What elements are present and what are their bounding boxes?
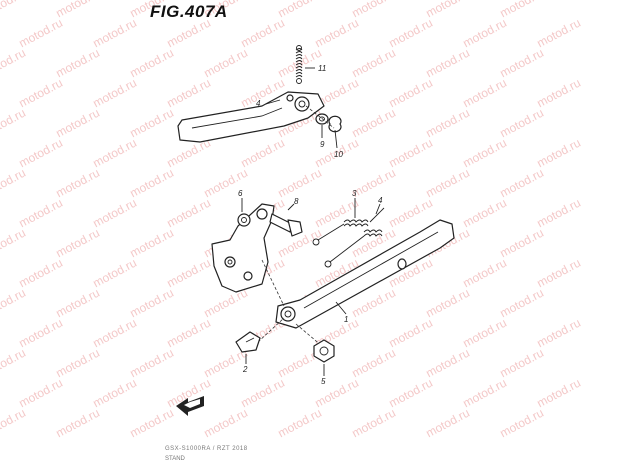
- callout-5: 5: [321, 377, 326, 386]
- callout-2: 2: [242, 365, 248, 374]
- stand-springs: [312, 207, 385, 268]
- stand-bracket: [211, 203, 275, 293]
- callout-10: 10: [334, 150, 343, 159]
- callout-4-upper: 4: [256, 99, 261, 108]
- figure-title: FIG.407A: [150, 2, 228, 21]
- callout-6: 6: [238, 189, 243, 198]
- stand-arm-upper: [177, 91, 325, 143]
- side-stand-leg: [275, 219, 455, 329]
- stand-nut: [313, 339, 335, 363]
- callout-9: 9: [320, 140, 325, 149]
- callout-3: 3: [352, 189, 357, 198]
- callout-11: 11: [318, 64, 326, 73]
- front-arrow-icon: [176, 396, 204, 416]
- spring-top: [295, 45, 303, 84]
- pivot-bolt: [269, 213, 303, 237]
- footer-group-name: STAND: [165, 456, 185, 462]
- stand-bolt: [235, 331, 261, 353]
- footer-model-code: GSX-S1000RA / RZT 2018: [165, 446, 248, 452]
- callout-8: 8: [294, 197, 299, 206]
- callout-1: 1: [344, 315, 348, 324]
- callout-4-lower: 4: [378, 196, 383, 205]
